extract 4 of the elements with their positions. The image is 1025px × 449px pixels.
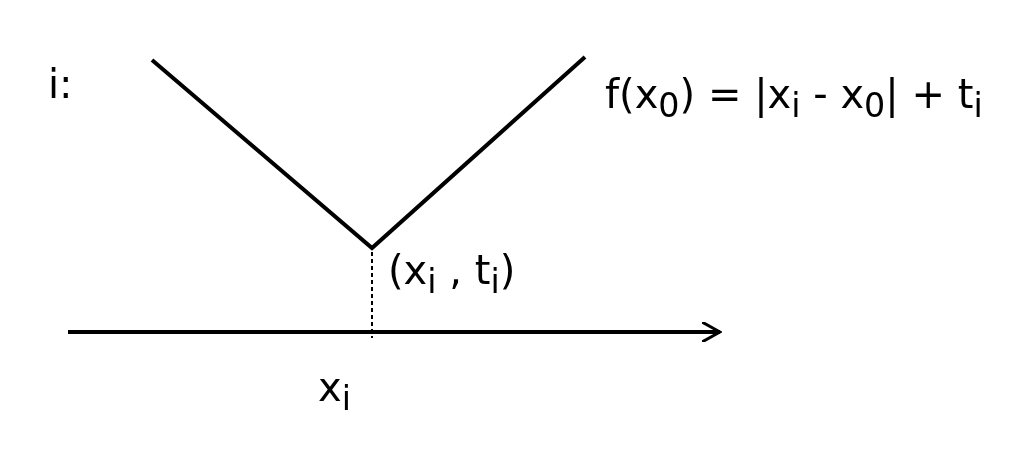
graph-index-label: i: (48, 62, 73, 106)
axis-point-label: x$_{i}$ (318, 365, 351, 418)
vertex-coordinate-label: (x$_{i}$ , t$_{i}$) (388, 248, 516, 301)
function-formula: f(x$_{0}$) = |x$_{i}$ - x$_{0}$| + t$_{i}$ (605, 72, 983, 125)
